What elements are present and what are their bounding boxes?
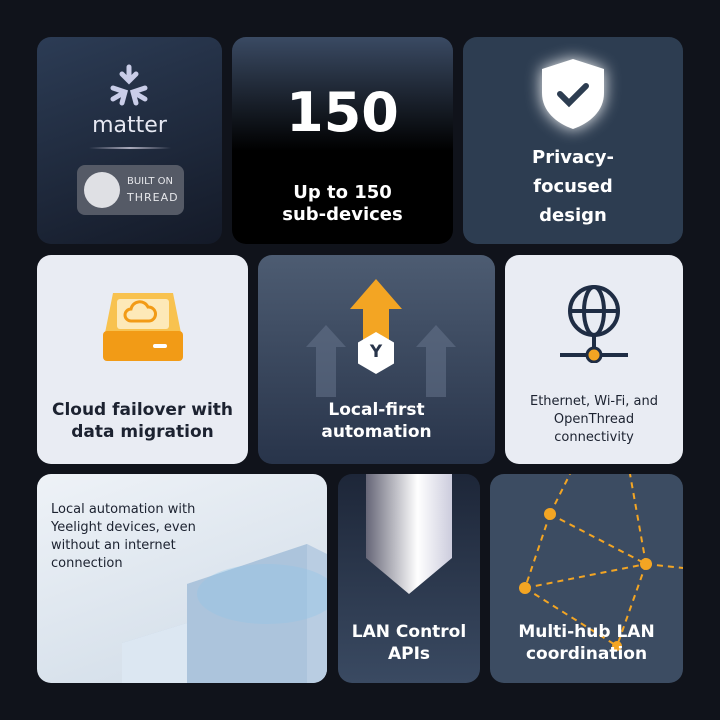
privacy-line2: focused <box>533 176 613 197</box>
offline-line3: without an internet <box>51 538 176 553</box>
yeelight-badge-text: Y <box>369 342 383 362</box>
cloud-line1: Cloud failover with <box>51 400 234 420</box>
matter-thread-card: matter BUILT ON THREAD <box>37 37 222 244</box>
subdevices-line2: sub-devices <box>282 204 403 225</box>
thread-line2: THREAD <box>127 191 179 204</box>
local-first-card: Y Local-first automation <box>258 255 495 464</box>
subdevices-line1: Up to 150 <box>293 182 392 203</box>
connectivity-line1: Ethernet, Wi-Fi, and <box>529 394 658 409</box>
cloud-line2: data migration <box>71 422 214 442</box>
lan-api-line2: APIs <box>387 644 431 664</box>
shield-check-icon <box>542 59 604 129</box>
cloud-failover-card: Cloud failover with data migration <box>37 255 248 464</box>
thread-badge: BUILT ON THREAD <box>77 165 184 215</box>
subdevices-card: 150 Up to 150 sub-devices <box>232 37 453 244</box>
thread-line1: BUILT ON <box>127 176 173 187</box>
yeelight-hex-icon <box>358 332 394 374</box>
connectivity-card: Ethernet, Wi-Fi, and OpenThread connecti… <box>505 255 683 464</box>
multihub-line2: coordination <box>525 644 648 664</box>
matter-logo-icon <box>110 64 148 106</box>
local-first-line2: automation <box>321 422 432 442</box>
privacy-line1: Privacy- <box>532 147 614 168</box>
offline-line2: Yeelight devices, even <box>51 520 196 535</box>
cloud-drive-icon <box>103 293 183 361</box>
network-globe-icon <box>560 285 628 363</box>
offline-line1: Local automation with <box>51 502 196 517</box>
multihub-card: Multi-hub LAN coordination <box>490 474 683 683</box>
divider <box>89 147 171 149</box>
lan-api-card: LAN Control APIs <box>338 474 480 683</box>
privacy-line3: design <box>539 205 607 226</box>
connectivity-line3: connectivity <box>554 430 634 445</box>
matter-logo-text: matter <box>92 113 167 138</box>
offline-automation-card: Local automation with Yeelight devices, … <box>37 474 327 683</box>
multihub-line1: Multi-hub LAN <box>518 622 655 642</box>
mesh-network-icon <box>519 474 683 651</box>
house-cutaway-illustration <box>122 544 327 683</box>
connectivity-line2: OpenThread <box>553 412 635 427</box>
upload-arrows-icon <box>306 279 456 397</box>
lan-api-line1: LAN Control <box>351 622 467 642</box>
subdevices-number: 150 <box>286 81 399 144</box>
privacy-card: Privacy- focused design <box>463 37 683 244</box>
light-beam-graphic <box>366 474 452 594</box>
offline-line4: connection <box>51 556 123 571</box>
local-first-line1: Local-first <box>328 400 425 420</box>
thread-logo-icon <box>84 172 120 208</box>
